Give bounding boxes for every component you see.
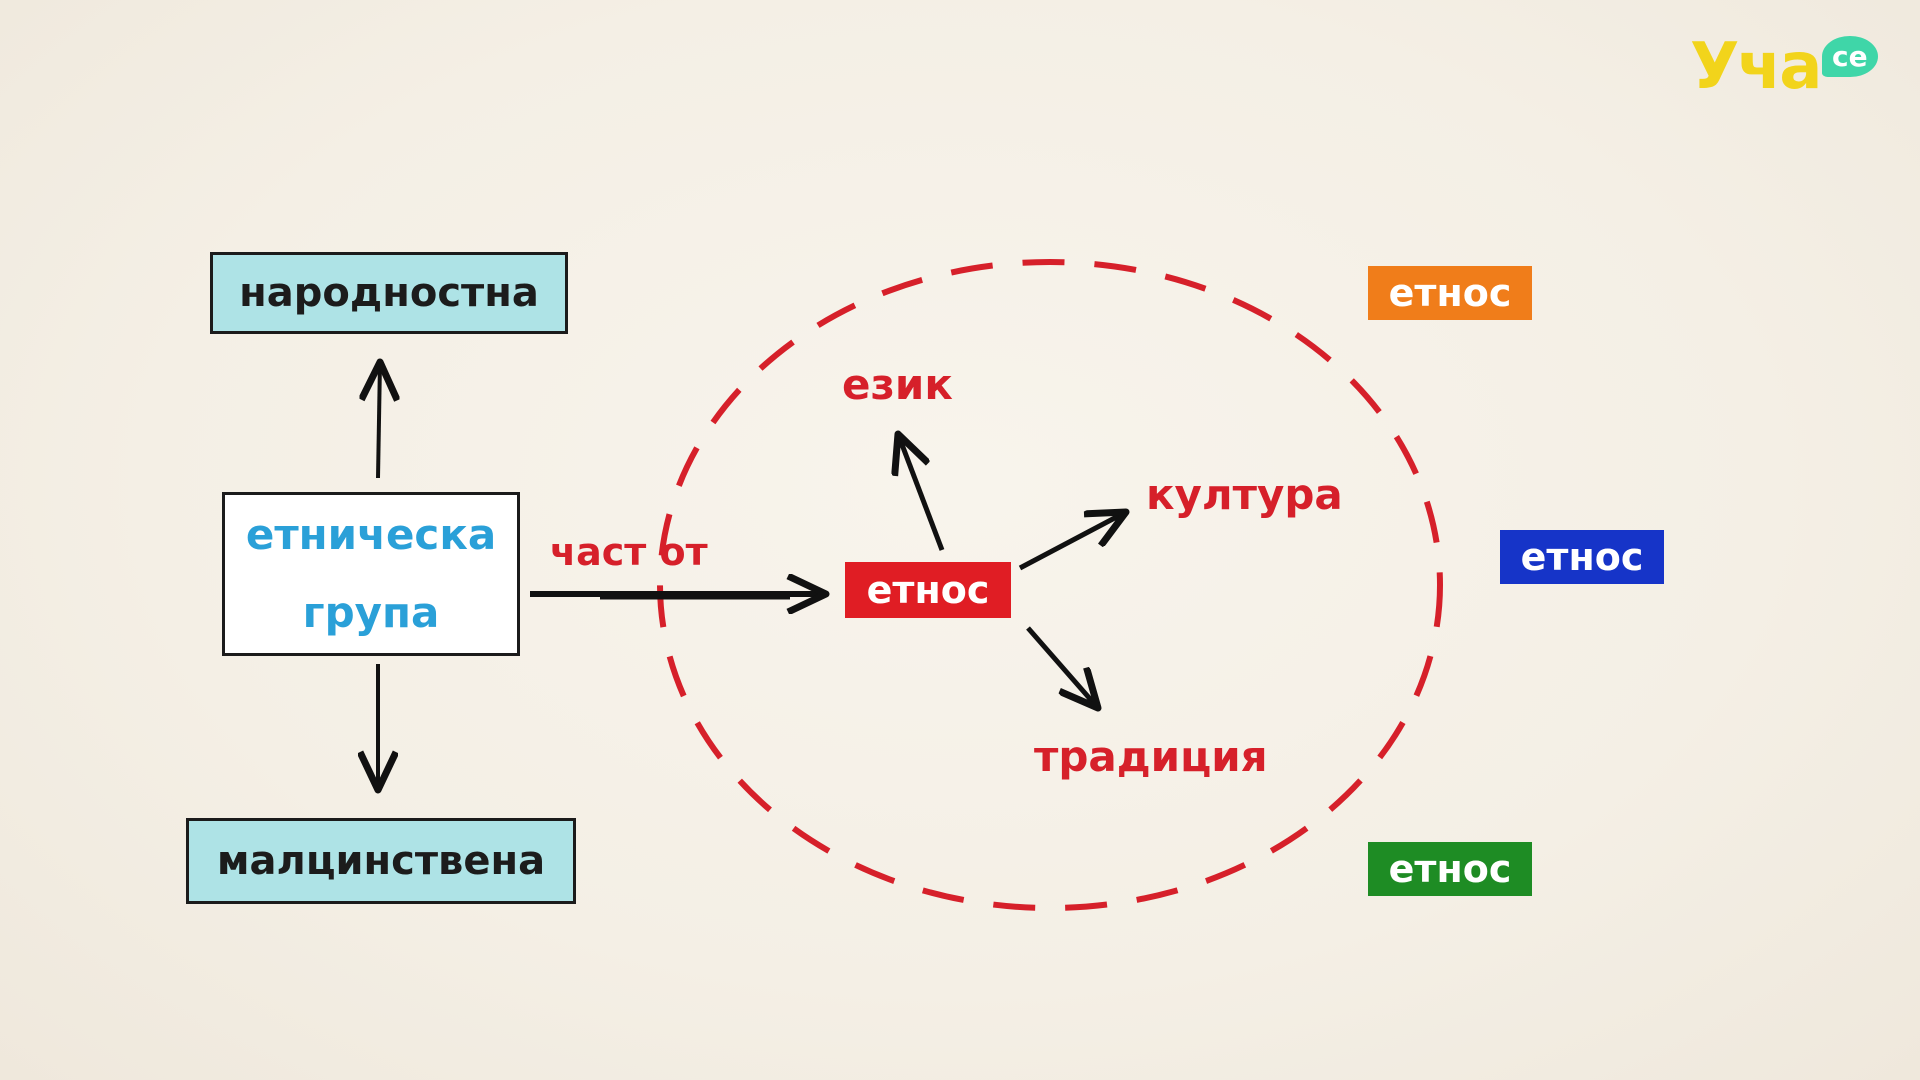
center-ethnos-label: етнос xyxy=(866,568,990,612)
part-of-label: част от xyxy=(550,530,708,574)
arrow-to-language xyxy=(898,434,945,551)
arrow-to-tradition xyxy=(1026,626,1098,708)
ucha-se-logo[interactable]: Уча се xyxy=(1690,30,1878,104)
ethnos-tag-green-label: етнос xyxy=(1388,847,1512,891)
minority-box: малцинствена xyxy=(186,818,576,904)
center-ethnos-box: етнос xyxy=(845,562,1011,618)
tradition-label: традиция xyxy=(1034,732,1268,781)
ethnos-tag-green: етнос xyxy=(1368,842,1532,896)
ethnic-group-box: етническа група xyxy=(222,492,520,656)
arrow-to-culture xyxy=(1018,512,1126,571)
language-label: език xyxy=(842,360,953,409)
ethnic-group-line1: етническа xyxy=(245,510,497,559)
ethnos-tag-blue-label: етнос xyxy=(1520,535,1644,579)
logo-text: Уча xyxy=(1690,30,1822,104)
dashed-circle xyxy=(657,259,1443,911)
arrow-up xyxy=(378,362,380,479)
nationality-box: народностна xyxy=(210,252,568,334)
ethnos-tag-blue: етнос xyxy=(1500,530,1664,584)
ethnos-tag-orange-label: етнос xyxy=(1388,271,1512,315)
culture-label: култура xyxy=(1146,470,1343,519)
minority-label: малцинствена xyxy=(216,838,546,884)
logo-badge: се xyxy=(1822,36,1878,77)
nationality-label: народностна xyxy=(239,270,539,316)
ethnic-group-line2: група xyxy=(302,588,440,637)
ethnos-tag-orange: етнос xyxy=(1368,266,1532,320)
